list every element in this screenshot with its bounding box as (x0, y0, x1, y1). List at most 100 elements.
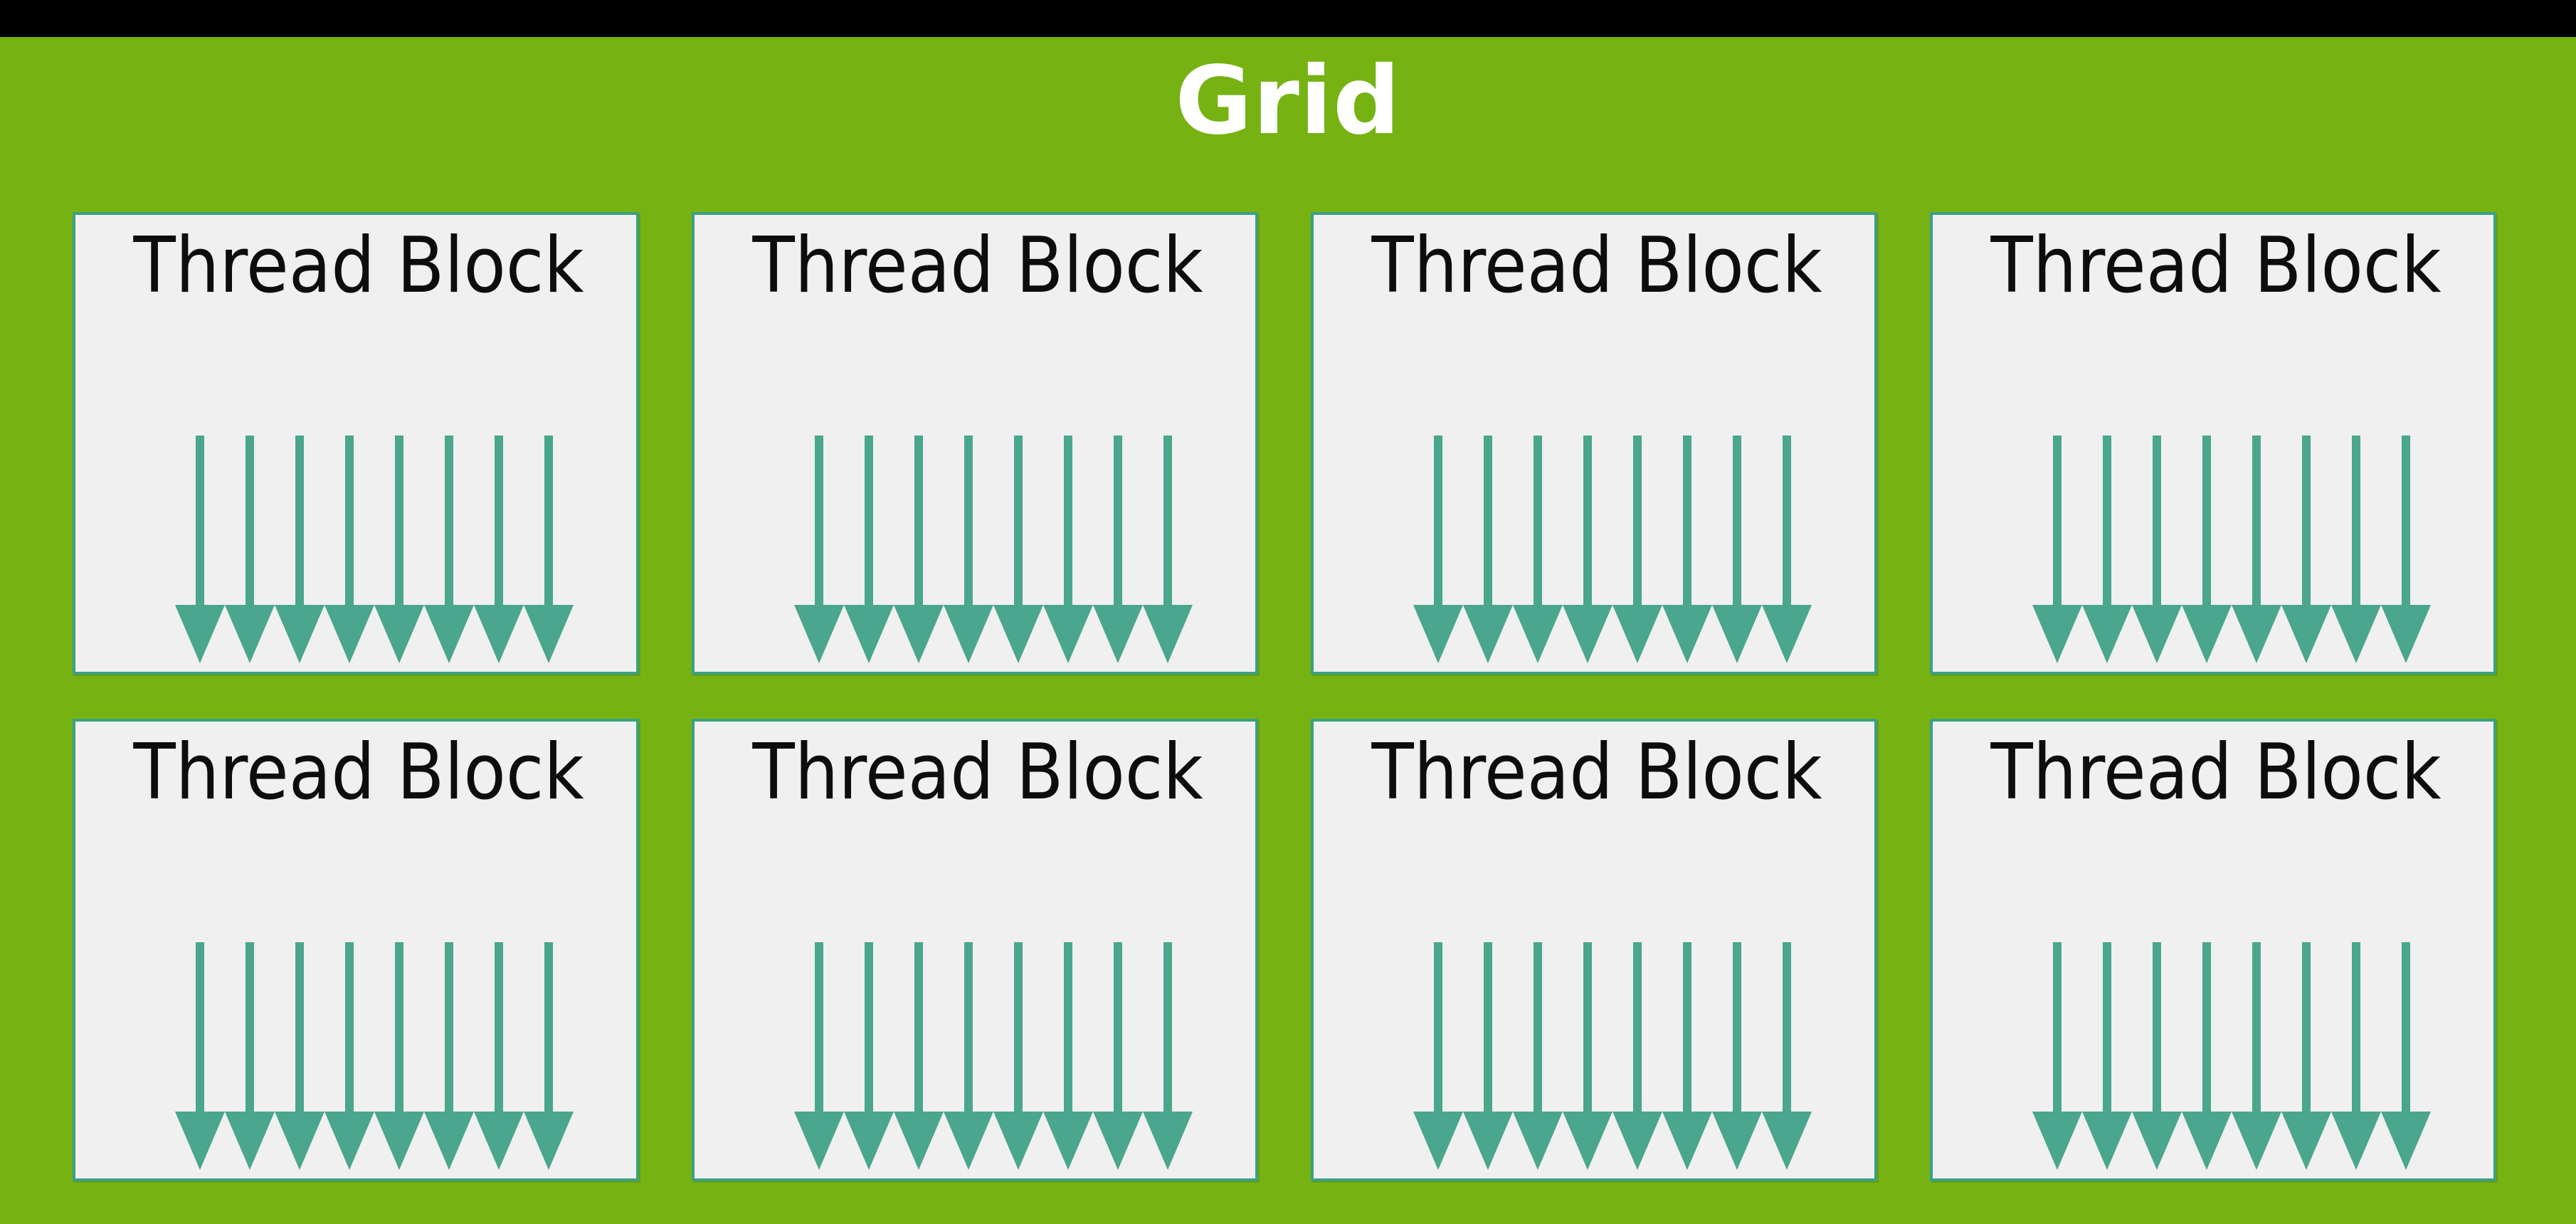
thread-arrow-icon (1043, 436, 1093, 663)
arrow-head (324, 605, 374, 663)
arrow-shaft (445, 942, 453, 1113)
arrow-head (2232, 1112, 2281, 1170)
thread-arrow-group (1413, 436, 1826, 663)
arrow-head (844, 1112, 894, 1170)
thread-arrow-icon (1093, 436, 1143, 663)
thread-arrow-icon (175, 942, 225, 1170)
thread-block[interactable]: Thread Block (1930, 212, 2496, 675)
arrow-shaft (1064, 942, 1072, 1113)
arrow-shaft (1683, 436, 1691, 606)
thread-arrow-icon (1563, 942, 1612, 1170)
thread-block[interactable]: Thread Block (1311, 719, 1877, 1181)
arrow-head (1043, 605, 1093, 663)
thread-block[interactable]: Thread Block (73, 212, 639, 675)
thread-arrow-icon (2082, 436, 2132, 663)
arrow-head (1513, 1112, 1563, 1170)
arrow-head (944, 1112, 993, 1170)
thread-arrow-icon (1043, 942, 1093, 1170)
arrow-shaft (1534, 436, 1542, 606)
thread-arrow-icon (2232, 942, 2281, 1170)
thread-block[interactable]: Thread Block (73, 719, 639, 1181)
thread-arrow-icon (524, 436, 574, 663)
arrow-shaft (1014, 942, 1023, 1113)
arrow-shaft (495, 436, 503, 606)
arrow-shaft (345, 942, 354, 1113)
thread-block[interactable]: Thread Block (692, 212, 1258, 675)
arrow-shaft (2352, 942, 2360, 1113)
arrow-shaft (1484, 436, 1492, 606)
thread-arrow-icon (944, 942, 993, 1170)
thread-arrow-icon (1093, 942, 1143, 1170)
arrow-shaft (395, 436, 403, 606)
arrow-shaft (395, 942, 403, 1113)
arrow-shaft (2302, 436, 2311, 606)
arrow-head (225, 1112, 275, 1170)
arrow-head (2381, 605, 2431, 663)
thread-arrow-icon (524, 942, 574, 1170)
thread-arrow-icon (1143, 436, 1193, 663)
thread-block-label: Thread Block (1371, 728, 1822, 817)
arrow-shaft (914, 942, 923, 1113)
thread-arrow-icon (2381, 436, 2431, 663)
thread-block[interactable]: Thread Block (692, 719, 1258, 1181)
thread-block-label: Thread Block (752, 728, 1203, 817)
arrow-head (844, 605, 894, 663)
arrow-shaft (1434, 436, 1442, 606)
thread-arrow-group (2032, 942, 2445, 1170)
arrow-head (1093, 605, 1143, 663)
arrow-shaft (295, 942, 304, 1113)
thread-block[interactable]: Thread Block (1311, 212, 1877, 675)
top-black-bar (0, 0, 2576, 37)
arrow-head (2032, 1112, 2082, 1170)
thread-arrow-icon (1712, 436, 1762, 663)
thread-arrow-icon (2331, 436, 2381, 663)
thread-arrow-icon (374, 942, 424, 1170)
arrow-head (374, 1112, 424, 1170)
arrow-shaft (1633, 942, 1642, 1113)
arrow-shaft (2402, 436, 2410, 606)
arrow-head (2381, 1112, 2431, 1170)
thread-arrow-icon (474, 942, 524, 1170)
arrow-head (2132, 1112, 2182, 1170)
thread-arrow-icon (474, 436, 524, 663)
arrow-shaft (2103, 436, 2111, 606)
arrow-shaft (544, 942, 553, 1113)
thread-arrow-icon (374, 436, 424, 663)
arrow-head (175, 605, 225, 663)
arrow-shaft (246, 942, 254, 1113)
arrow-head (1563, 605, 1612, 663)
thread-arrow-group (794, 942, 1207, 1170)
arrow-head (1662, 1112, 1712, 1170)
arrow-shaft (544, 436, 553, 606)
arrow-shaft (345, 436, 354, 606)
arrow-head (524, 605, 574, 663)
thread-arrow-icon (225, 436, 275, 663)
thread-arrow-icon (2182, 436, 2232, 663)
arrow-head (1463, 1112, 1513, 1170)
arrow-head (2082, 1112, 2132, 1170)
arrow-shaft (1633, 436, 1642, 606)
thread-arrow-icon (1513, 436, 1563, 663)
arrow-shaft (964, 436, 973, 606)
thread-arrow-icon (2132, 436, 2182, 663)
arrow-head (1043, 1112, 1093, 1170)
thread-arrow-icon (424, 942, 474, 1170)
arrow-head (2182, 1112, 2232, 1170)
arrow-head (524, 1112, 574, 1170)
thread-arrow-icon (324, 942, 374, 1170)
thread-arrow-icon (794, 942, 844, 1170)
arrow-head (993, 1112, 1043, 1170)
arrow-shaft (1114, 942, 1122, 1113)
thread-block[interactable]: Thread Block (1930, 719, 2496, 1181)
thread-arrow-icon (225, 942, 275, 1170)
thread-arrow-icon (2082, 942, 2132, 1170)
thread-arrow-group (175, 942, 588, 1170)
arrow-shaft (2202, 942, 2211, 1113)
arrow-shaft (295, 436, 304, 606)
arrow-head (424, 605, 474, 663)
arrow-head (474, 605, 524, 663)
arrow-shaft (1114, 436, 1122, 606)
thread-arrow-icon (993, 942, 1043, 1170)
